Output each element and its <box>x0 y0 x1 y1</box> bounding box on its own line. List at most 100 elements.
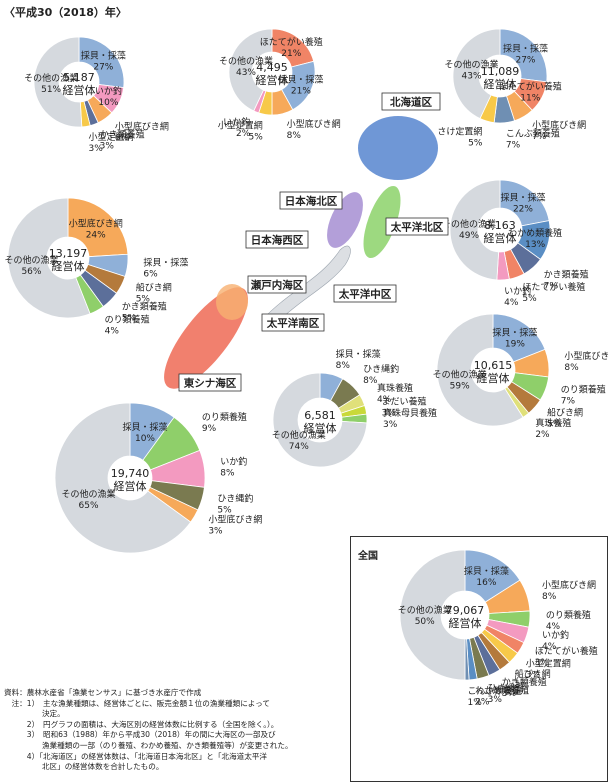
slice-label: その他の漁業 <box>398 604 452 616</box>
note-line: 漁業種類の一部（のり養殖、わかめ養殖、かき類養殖等）が変更された。 <box>4 740 293 750</box>
chart-year-header: 〈平成30（2018）年〉 <box>4 6 127 19</box>
slice-value: 2% <box>475 697 490 707</box>
slice-value: 27% <box>93 63 113 73</box>
slice-label: 小型定置網 <box>526 658 571 670</box>
region-name: 太平洋中区 <box>338 288 392 301</box>
pie-4: 13,197経営体小型底びき網24%採貝・採藻6%船びき網5%かき類養殖5%のり… <box>4 197 188 337</box>
slice-label: 船びき網 <box>515 668 551 680</box>
note-line: 資料：農林水産省「漁業センサス」に基づき水産庁で作成 <box>4 688 202 697</box>
slice-label: のり類養殖 <box>202 411 247 423</box>
nihonkai-hoku-shape <box>327 192 363 248</box>
pie-total: 5,187 <box>63 71 95 84</box>
slice-label: 採貝・採藻 <box>81 50 126 62</box>
slice-label: かき類養殖 <box>122 301 167 313</box>
slice-value: 21% <box>291 87 311 97</box>
slice-label: その他の漁業 <box>445 59 499 71</box>
slice-label: 真珠母貝養殖 <box>383 407 437 419</box>
slice-label: 小型定置網 <box>89 131 134 143</box>
slice-label: わかめ類養殖 <box>475 684 529 696</box>
slice-value: 5% <box>248 132 263 142</box>
pie-unit: 経営体 <box>484 77 517 91</box>
pie-slice <box>436 313 524 427</box>
slice-value: 65% <box>79 501 99 511</box>
slice-value: 3% <box>100 141 115 151</box>
slice-value: 8% <box>363 376 378 386</box>
slice-value: 3% <box>488 695 503 705</box>
slice-value: 5% <box>547 420 562 430</box>
slice-value: 49% <box>459 231 479 241</box>
slice-label: 小型底びき網 <box>208 513 262 525</box>
slice-label: その他の漁業 <box>433 369 487 381</box>
slice-label: 採貝・採藻 <box>500 191 545 203</box>
region-name: 日本海西区 <box>251 234 304 247</box>
slice-label: 採貝・採藻 <box>492 327 537 339</box>
slice-value: 5% <box>122 314 137 324</box>
slice-value: 3% <box>535 658 550 668</box>
slice-label: いか釣 <box>223 116 250 128</box>
source-notes: 資料：農林水産省「漁業センサス」に基づき水産庁で作成 注：1） 主な漁業種類は、… <box>4 688 354 773</box>
slice-value: 7% <box>561 396 576 406</box>
region-name: 日本海北区 <box>285 195 338 208</box>
slice-value: 8% <box>336 361 351 371</box>
slice-label: その他の漁業 <box>219 55 273 67</box>
slice-value: 43% <box>462 72 482 82</box>
pie-slice <box>399 549 466 681</box>
pie-1: 4,495経営体ほたてがい養殖21%採貝・採藻21%小型底びき網8%小型定置網5… <box>218 28 341 142</box>
pie-total: 10,615 <box>474 359 513 372</box>
pie-total: 19,740 <box>111 467 150 480</box>
slice-value: 5% <box>468 138 483 148</box>
pie-total: 11,089 <box>481 65 520 78</box>
pie-slice <box>7 197 91 319</box>
slice-value: 8% <box>220 469 235 479</box>
region-name: 太平洋北区 <box>390 221 444 234</box>
slice-value: 9% <box>202 424 217 434</box>
region-tag-taiheiyo_chu: 太平洋中区 <box>333 284 397 303</box>
region-tag-nihonkai_hoku: 日本海北区 <box>279 191 343 210</box>
slice-label: ほたてがい養殖 <box>499 80 562 92</box>
slice-label: いか釣 <box>220 456 247 468</box>
slice-value: 19% <box>505 340 525 350</box>
slice-label: ひき縄釣 <box>488 682 524 694</box>
slice-label: 採貝・採藻 <box>336 348 381 360</box>
slice-value: 56% <box>21 267 41 277</box>
slice-label: ほたてがい養殖 <box>260 36 323 48</box>
slice-label: その他の漁業 <box>442 218 496 230</box>
pie-8: 79,067経営体採貝・採藻16%小型底びき網8%のり類養殖4%いか釣4%ほたて… <box>398 549 598 708</box>
pie-total: 4,495 <box>256 61 288 74</box>
pie-0: 5,187経営体採貝・採藻27%いか釣10%小型底びき網6%かき類養殖3%小型定… <box>24 36 169 154</box>
slice-label: かき類養殖 <box>100 128 145 140</box>
slice-label: 小型定置網 <box>218 119 263 131</box>
slice-value: 4% <box>105 327 120 337</box>
pie-3: 8,163経営体採貝・採藻22%わかめ類養殖13%かき類養殖7%ほたてがい養殖5… <box>442 179 589 308</box>
pie-total: 6,581 <box>304 409 336 422</box>
slice-label: ほたてがい養殖 <box>522 281 585 293</box>
slice-value: 6% <box>143 270 158 280</box>
slice-value: 16% <box>476 578 496 588</box>
slice-label: 小型底びき網 <box>542 579 596 591</box>
pie-total: 13,197 <box>49 247 88 260</box>
national-title: 全国 <box>358 551 378 562</box>
slice-label: 真珠養殖 <box>377 382 413 394</box>
slice-value: 5% <box>217 505 232 515</box>
slice-label: その他の漁業 <box>24 72 78 84</box>
slice-label: ひき縄釣 <box>217 492 253 504</box>
slice-value: 6% <box>115 133 130 143</box>
slice-value: 5% <box>522 294 537 304</box>
pie-2: 11,089経営体採貝・採藻27%ほたてがい養殖11%小型底びき網7%こんぶ類養… <box>437 28 586 151</box>
pie-slice <box>272 372 368 468</box>
slice-value: 4% <box>504 298 519 308</box>
setonai-shape <box>216 284 248 320</box>
region-tag-nihonkai_sei: 日本海西区 <box>245 230 309 249</box>
slice-label: 真珠養殖 <box>535 417 571 429</box>
region-tag-taiheiyo_hoku: 太平洋北区 <box>385 217 449 236</box>
slice-label: かき類養殖 <box>544 269 589 281</box>
slice-value: 8% <box>564 363 579 373</box>
pie-slice <box>449 179 501 281</box>
pie-unit: 経営体 <box>52 259 85 273</box>
slice-label: 小型底びき網 <box>115 120 169 132</box>
slice-label: のり類養殖 <box>561 383 606 395</box>
slice-label: のり類養殖 <box>105 314 150 326</box>
national-box <box>350 536 608 782</box>
pie-unit: 経営体 <box>114 479 147 493</box>
